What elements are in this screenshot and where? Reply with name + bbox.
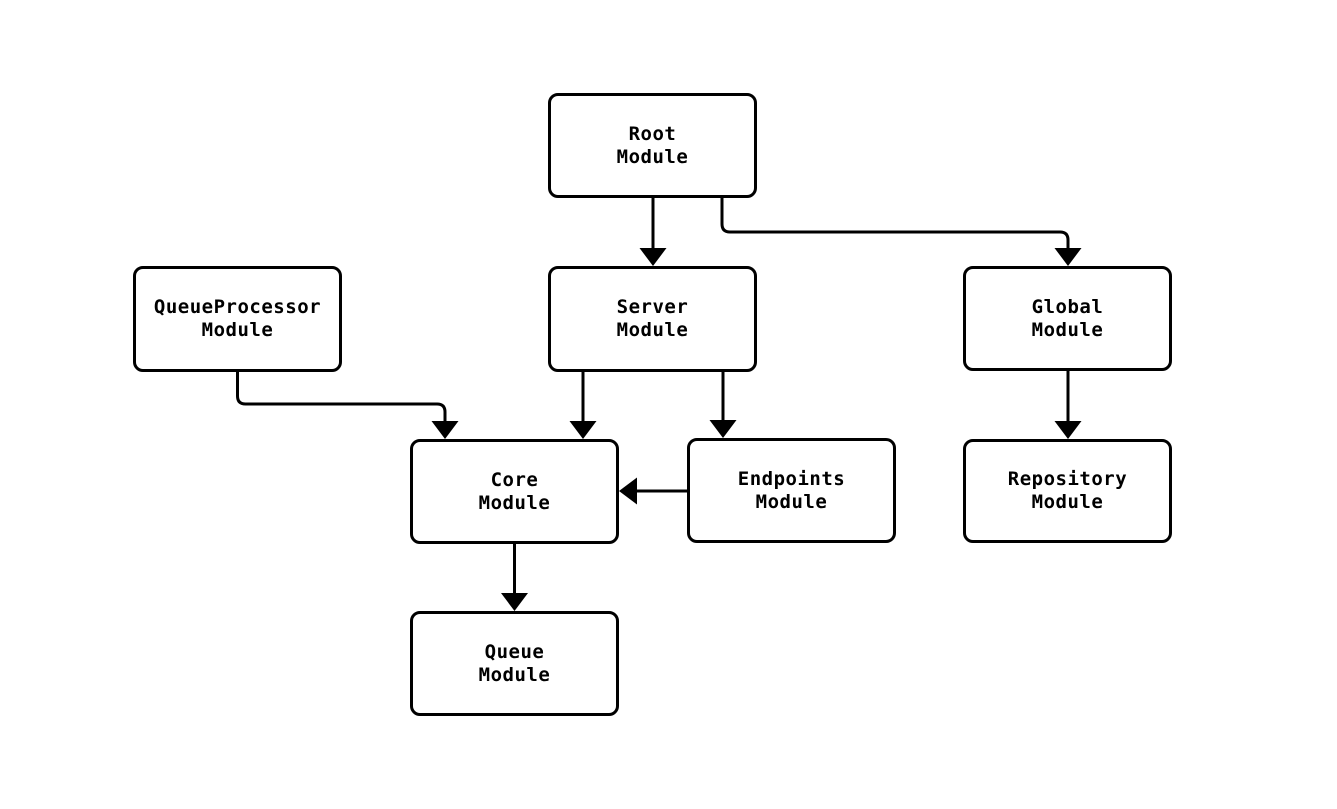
arrowhead-queueprocessor-to-core [431,421,459,439]
node-label-line: Root [628,122,677,145]
node-label-line: Module [755,490,828,513]
edge-root-to-global [720,198,1070,248]
arrowhead-root-to-global [1054,248,1082,266]
node-label-line: Queue [484,640,545,663]
node-label-line: Module [616,145,689,168]
node-label-line: Server [616,296,689,318]
arrowhead-endpoints-to-core [619,477,637,505]
arrowhead-global-to-repository [1054,421,1082,439]
node-label-line: QueueProcessor [153,296,322,318]
node-label-line: Endpoints [737,467,846,490]
arrowhead-root-to-server [639,248,667,266]
node-label-line: Module [478,491,551,514]
node-label-line: Core [490,468,539,491]
node-label-line: Module [616,319,689,341]
arrowhead-server-to-core [569,421,597,439]
node-label-line: Module [201,319,274,341]
node-label-line: Global [1031,295,1104,318]
node-label-line: Module [1031,318,1104,341]
edge-queueprocessor-to-core [236,372,447,421]
node-label-line: Module [478,663,551,686]
arrowhead-server-to-endpoints [709,420,737,438]
node-label-line: Module [1031,491,1104,513]
node-label-line: Repository [1007,468,1128,490]
arrowhead-core-to-queue [501,593,528,611]
